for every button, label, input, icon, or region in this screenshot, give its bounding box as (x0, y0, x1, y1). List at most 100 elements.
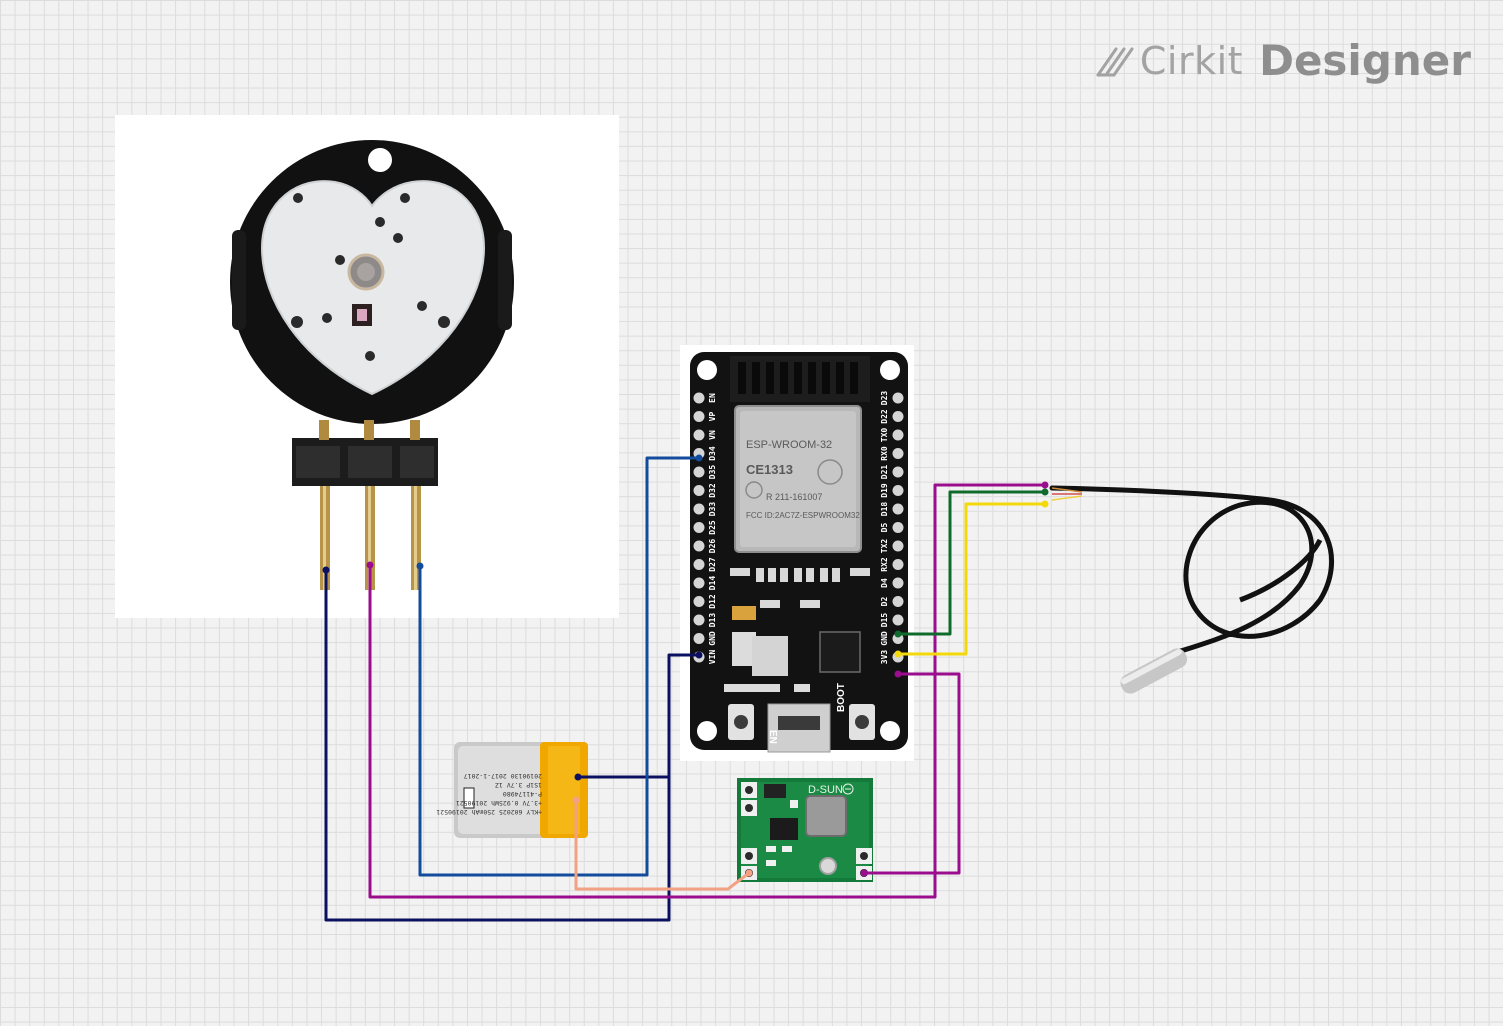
battery-text-line: 1S1P 3.7V 1Z (495, 781, 542, 789)
ds18b20-temperature-probe[interactable] (1049, 485, 1335, 697)
ce-mark: CE1313 (746, 462, 793, 477)
r-mark: R 211-161007 (766, 492, 822, 502)
logo-product-text: Designer (1259, 36, 1471, 85)
esp32-devkit-board[interactable]: ESP-WROOM-32 CE1313 R 211-161007 FCC ID:… (680, 345, 914, 761)
esp32-pin-d25[interactable] (693, 522, 705, 533)
pin-label: GND (708, 631, 717, 646)
wire-blue-pulse-signal[interactable] (418, 456, 701, 877)
esp32-pin-d33[interactable] (693, 503, 705, 515)
wire-yellow-probe-gnd[interactable] (896, 502, 1047, 656)
fcc-id: FCC ID:2AC7Z-ESPWROOM32 (746, 511, 860, 520)
wire-green-probe-data[interactable] (896, 490, 1047, 636)
esp32-pin-d26[interactable] (693, 540, 705, 552)
pin-label: D26 (708, 539, 717, 554)
wire-endpoint[interactable] (416, 562, 424, 570)
pin-label: 3V3 (880, 650, 889, 665)
esp32-pin-d19[interactable] (892, 485, 904, 496)
esp32-pin-en[interactable] (693, 392, 705, 404)
pulse-sensor[interactable] (115, 115, 619, 618)
esp32-pin-rx2[interactable] (892, 559, 904, 570)
wire-endpoint[interactable] (322, 566, 330, 574)
pin-label: D2 (880, 597, 889, 607)
logo-brand-text: Cirkit (1139, 38, 1244, 83)
esp32-pin-d12[interactable] (693, 596, 705, 607)
wire-purple-probe-vcc[interactable] (896, 483, 1047, 676)
cirkit-designer-logo: Cirkit Designer (1094, 36, 1471, 85)
esp32-pin-tx2[interactable] (892, 540, 904, 552)
esp32-pin-d23[interactable] (892, 392, 904, 404)
esp32-pin-d5[interactable] (892, 522, 904, 533)
esp32-pin-d21[interactable] (892, 466, 904, 478)
pin-label: D14 (708, 576, 717, 591)
battery-text-line: 20190130 2017-1-2017 (464, 772, 542, 780)
esp32-pin-vn[interactable] (693, 429, 705, 441)
pin-label: TX2 (880, 539, 889, 554)
pin-label: D13 (708, 613, 717, 628)
wire-endpoint[interactable] (1041, 481, 1049, 489)
pin-label: VN (708, 430, 717, 440)
pin-label: D5 (880, 523, 889, 533)
esp32-pin-d27[interactable] (693, 559, 705, 570)
pin-label: D25 (708, 520, 717, 535)
pin-label: D22 (880, 409, 889, 424)
battery-label: +KLY 602025 250mAh 20190521+3.7V 0.925Wh… (436, 772, 542, 816)
esp32-pin-d15[interactable] (892, 614, 904, 626)
esp32-pin-d4[interactable] (892, 577, 904, 589)
pin-label: D33 (708, 502, 717, 517)
pin-label: VIN (708, 650, 717, 665)
wire-endpoint[interactable] (745, 869, 753, 877)
wire-endpoint[interactable] (1041, 500, 1049, 508)
esp32-left-pin-holes[interactable] (693, 392, 705, 663)
pin-label: D34 (708, 446, 717, 461)
wire-salmon-battery-buck[interactable] (574, 798, 751, 891)
pin-label: D23 (880, 391, 889, 406)
battery-text-line: P-41174980 (503, 790, 542, 798)
wire-endpoint[interactable] (574, 773, 582, 781)
wire-endpoint[interactable] (1041, 488, 1049, 496)
wire-endpoint[interactable] (695, 651, 703, 659)
esp32-pin-d2[interactable] (892, 596, 904, 607)
wire-endpoint[interactable] (572, 796, 580, 804)
esp32-pin-d18[interactable] (892, 503, 904, 515)
wire-navy-pulse-gnd[interactable] (324, 568, 701, 922)
pin-label: D35 (708, 465, 717, 480)
esp32-pin-rx0[interactable] (892, 448, 904, 459)
buck-label: D-SUN (808, 784, 843, 796)
wires[interactable] (322, 454, 1049, 922)
wire-endpoint[interactable] (894, 630, 902, 638)
esp32-pin-d13[interactable] (693, 614, 705, 626)
wire-endpoint[interactable] (894, 650, 902, 658)
esp32-pin-d32[interactable] (693, 485, 705, 496)
battery-text-line: +3.7V 0.925Wh 20190521 (456, 799, 542, 807)
esp-module-label: ESP-WROOM-32 (746, 439, 832, 451)
pin-label: D19 (880, 483, 889, 498)
esp32-pin-d35[interactable] (693, 466, 705, 478)
boot-button-label: BOOT (836, 683, 847, 712)
pin-label: D15 (880, 613, 889, 628)
pin-label: D27 (708, 557, 717, 572)
cirkit-logo-icon (1096, 47, 1134, 76)
esp32-pin-vp[interactable] (693, 411, 705, 422)
pin-label: RX2 (880, 557, 889, 572)
wire-endpoint[interactable] (695, 454, 703, 462)
esp32-right-pin-labels: D23D22TX0RX0D21D19D18D5TX2RX2D4D2D15GND3… (880, 391, 889, 665)
esp32-pin-d22[interactable] (892, 411, 904, 422)
wire-endpoint[interactable] (366, 561, 374, 569)
pin-label: D4 (880, 578, 889, 588)
pin-label: D32 (708, 483, 717, 498)
esp32-pin-tx0[interactable] (892, 429, 904, 441)
esp32-pin-d14[interactable] (693, 577, 705, 589)
pin-label: EN (708, 393, 717, 403)
esp32-right-pin-holes[interactable] (892, 392, 904, 663)
wire-endpoint[interactable] (860, 869, 868, 877)
pin-label: D12 (708, 594, 717, 609)
pin-label: TX0 (880, 428, 889, 443)
pin-label: VP (708, 412, 717, 422)
dsun-buck-converter[interactable]: D-SUN (737, 778, 873, 882)
wire-endpoint[interactable] (894, 670, 902, 678)
lipo-battery[interactable]: +KLY 602025 250mAh 20190521+3.7V 0.925Wh… (436, 742, 588, 838)
esp32-pin-gnd[interactable] (693, 633, 705, 644)
pin-label: RX0 (880, 446, 889, 461)
